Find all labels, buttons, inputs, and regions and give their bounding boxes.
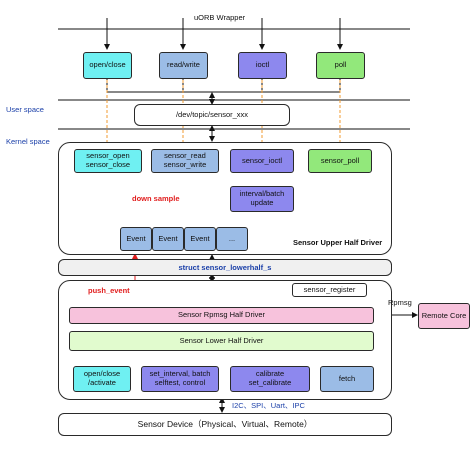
event-box: Event [120, 227, 152, 251]
lower-op-interval-batch: set_interval, batch selftest, control [141, 366, 219, 392]
op-sensor-poll: sensor_poll [308, 149, 372, 173]
op-sensor-read-write: sensor_read sensor_write [151, 149, 219, 173]
rpmsg-driver-box: Sensor Rpmsg Half Driver [69, 307, 374, 324]
event-box: Event [184, 227, 216, 251]
event-box: Event [152, 227, 184, 251]
remote-core-box: Remote Core [418, 303, 470, 329]
user-space-label: User space [6, 105, 44, 114]
bus-label: I2C、SPI、Uart、IPC [232, 401, 305, 410]
op-sensor-ioctl: sensor_ioctl [230, 149, 294, 173]
sensor-register-box: sensor_register [292, 283, 367, 297]
interval-batch-box: interval/batch update [230, 186, 294, 212]
api-ioctl: ioctl [238, 52, 287, 79]
down-sample-label: down sample [132, 194, 180, 203]
kernel-space-label: Kernel space [6, 137, 50, 146]
api-read-write: read/write [159, 52, 208, 79]
lower-op-open-close: open/close /activate [73, 366, 131, 392]
api-poll: poll [316, 52, 365, 79]
api-open-close: open/close [83, 52, 132, 79]
op-sensor-open-close: sensor_open sensor_close [74, 149, 142, 173]
lower-driver-box: Sensor Lower Half Driver [69, 331, 374, 351]
lower-op-calibrate: calibrate set_calibrate [230, 366, 310, 392]
rpmsg-label: Rpmsg [388, 298, 412, 307]
upper-half-title: Sensor Upper Half Driver [293, 238, 383, 247]
lowerhalf-struct-band: struct sensor_lowerhalf_s [58, 259, 392, 276]
lower-op-fetch: fetch [320, 366, 374, 392]
wrapper-title: uORB Wrapper [194, 13, 246, 22]
sensor-device-box: Sensor Device（Physical、Virtual、Remote） [58, 413, 392, 436]
push-event-label: push_event [88, 286, 130, 295]
devnode-box: /dev/topic/sensor_xxx [134, 104, 290, 126]
event-box-ellipsis: ... [216, 227, 248, 251]
